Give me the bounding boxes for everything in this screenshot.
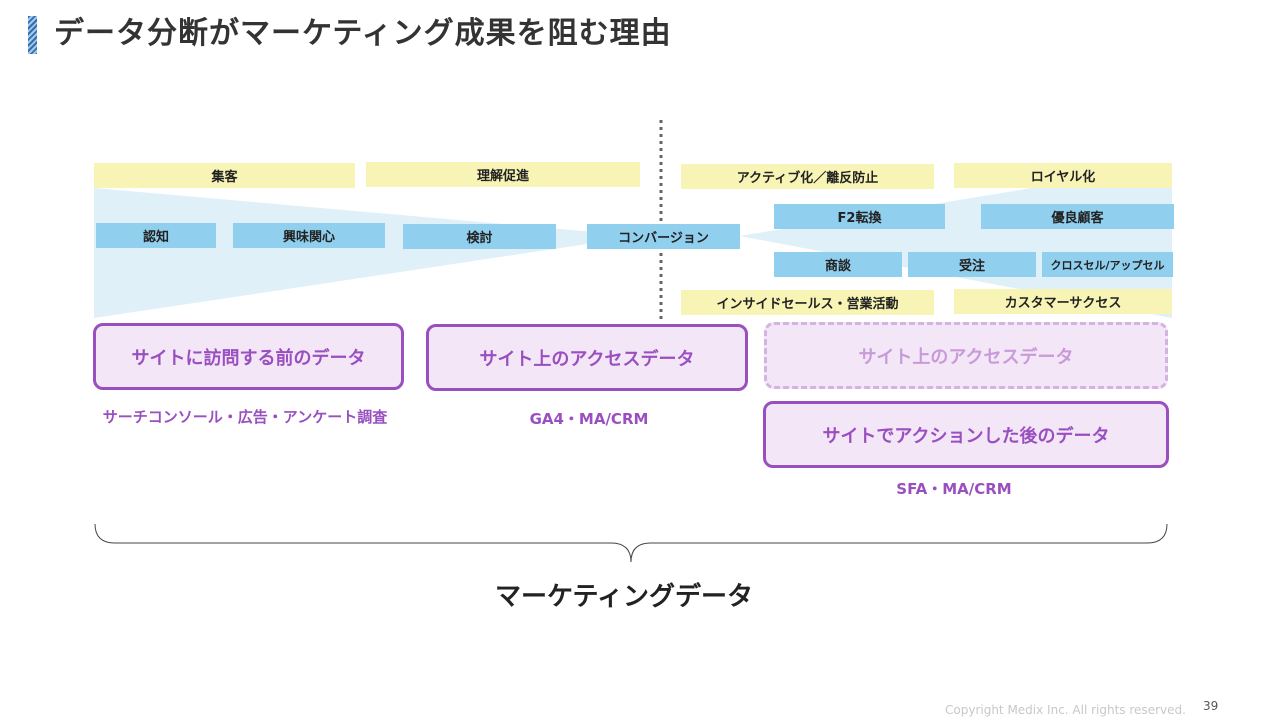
page-number: 39 [1203,699,1219,713]
data-box-site-access-post: サイト上のアクセスデータ [764,322,1168,389]
funnel-step-interest: 興味関心 [233,223,385,248]
page-title: データ分断がマーケティング成果を阻む理由 [54,16,672,51]
funnel-step-good-customer: 優良顧客 [981,204,1174,229]
curly-brace [94,523,1168,563]
stage-label-activate: アクティブ化／離反防止 [681,164,934,189]
caption-post-tools: SFA・MA/CRM [896,480,1012,498]
stage-label-understand: 理解促進 [366,162,640,187]
stage-label-loyal: ロイヤル化 [954,163,1172,188]
stage-label-customer-success: カスタマーサクセス [954,289,1172,314]
data-box-site-access: サイト上のアクセスデータ [426,324,748,391]
funnel-step-order: 受注 [908,252,1036,277]
stage-label-inside-sales: インサイドセールス・営業活動 [681,290,934,315]
stage-label-attract: 集客 [94,163,355,188]
funnel-step-consideration: 検討 [403,224,556,249]
funnel-left-shape [94,188,640,318]
data-box-post-action: サイトでアクションした後のデータ [763,401,1169,468]
funnel-step-conversion: コンバージョン [587,224,740,249]
funnel-step-negotiation: 商談 [774,252,902,277]
data-box-pre-visit: サイトに訪問する前のデータ [93,323,404,390]
funnel-step-cross-up-sell: クロスセル/アップセル [1042,252,1173,277]
caption-site-tools: GA4・MA/CRM [529,410,649,428]
caption-pre-visit-tools: サーチコンソール・広告・アンケート調査 [102,408,388,426]
title-accent-bar [28,16,37,54]
funnel-right-shape [740,165,1172,318]
marketing-data-label: マーケティングデータ [495,582,753,612]
funnel-step-f2: F2転換 [774,204,945,229]
funnel-step-awareness: 認知 [96,223,216,248]
copyright-text: Copyright Medix Inc. All rights reserved… [945,703,1186,717]
